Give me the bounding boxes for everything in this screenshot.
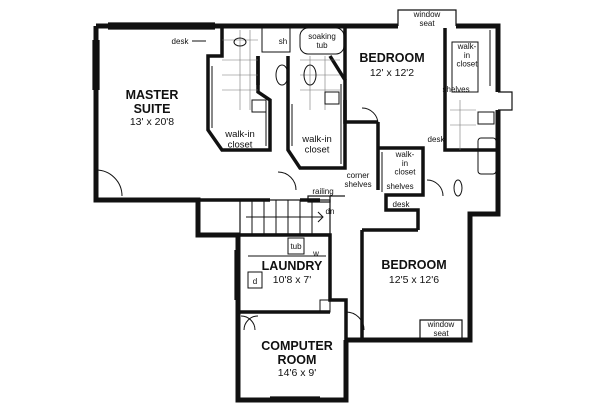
closet-shelves <box>211 30 491 192</box>
dryer-label: d <box>253 277 257 286</box>
computer-room-dimension: 14'6 x 9' <box>278 367 316 379</box>
railing <box>307 195 345 203</box>
shower-label: sh <box>279 37 287 46</box>
laundry-dimension: 10'8 x 7' <box>273 274 311 286</box>
laundry-appliances <box>247 237 331 313</box>
washer-label: w <box>312 249 319 258</box>
shelves-center-label: shelves <box>386 182 413 191</box>
staircase <box>239 199 331 235</box>
master-bath-fixtures <box>233 27 345 113</box>
bedroom-top-dimension: 12' x 12'2 <box>370 67 414 79</box>
laundry-label: LAUNDRY <box>262 259 323 273</box>
bedroom-top-label: BEDROOM <box>359 51 424 65</box>
desk-right-label: desk <box>428 135 446 144</box>
desk-center-label: desk <box>393 200 411 209</box>
master-bath-tile <box>222 30 340 110</box>
stair-down-label: dn <box>326 207 335 216</box>
doors <box>95 107 444 331</box>
master-suite-dimension: 13' x 20'8 <box>130 116 174 128</box>
bedroom-bottom-label: BEDROOM <box>381 258 446 272</box>
windows <box>92 22 320 398</box>
bedroom-bottom-dimension: 12'5 x 12'6 <box>389 274 439 286</box>
exterior-walls <box>93 9 513 403</box>
railing-label: railing <box>312 187 333 196</box>
desk-master-label: desk <box>172 37 190 46</box>
right-bath <box>450 41 497 197</box>
tub-label: tub <box>290 242 302 251</box>
shelves-right-label: shelves <box>442 85 469 94</box>
